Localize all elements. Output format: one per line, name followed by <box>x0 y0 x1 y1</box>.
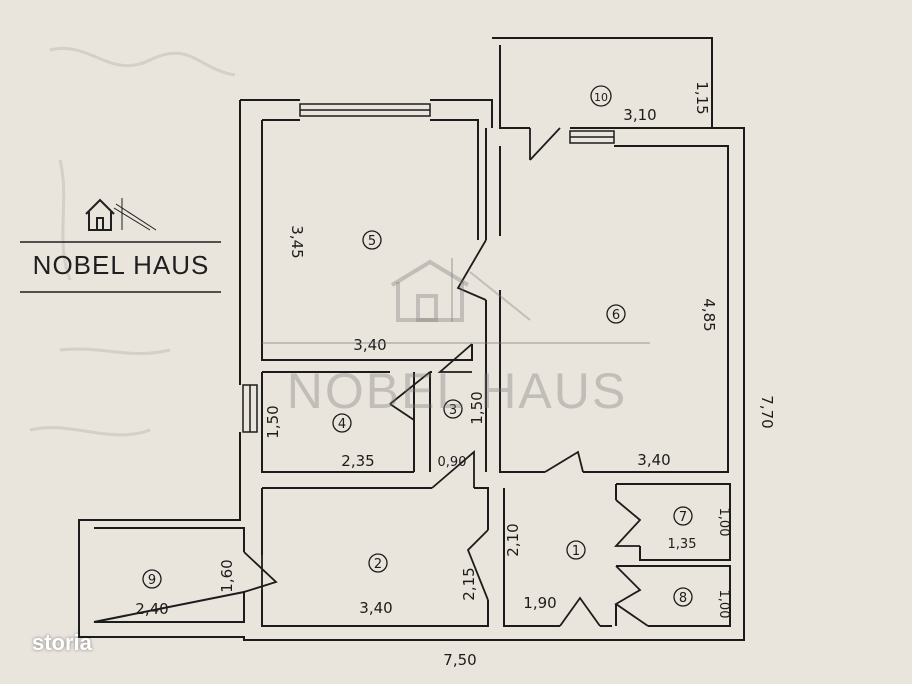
dim-total-width: 7,50 <box>443 651 476 669</box>
dim-room7-height: 1,00 <box>716 508 731 537</box>
dim-room9-width: 2,40 <box>135 600 168 618</box>
dimension-labels: 3,45 3,40 4,85 3,40 3,10 1,15 1,50 2,35 … <box>135 81 776 669</box>
dim-room6-height: 4,85 <box>700 298 718 331</box>
room-number-10: 10 <box>594 91 608 104</box>
room-numbers: 1 2 3 4 5 6 7 8 9 10 <box>148 91 687 606</box>
room-number-3: 3 <box>449 403 457 418</box>
background-scribbles <box>29 46 236 437</box>
windows <box>242 103 615 433</box>
door-2-right <box>466 529 489 601</box>
door-10 <box>529 127 561 161</box>
dim-room3-height: 1,50 <box>468 391 486 424</box>
dim-total-height: 7,70 <box>758 395 776 428</box>
dim-room2-height: 2,15 <box>460 567 478 600</box>
room-markers <box>142 85 693 607</box>
doors <box>243 127 649 627</box>
dim-room6-width: 3,40 <box>637 451 670 469</box>
door-8 <box>614 565 649 627</box>
dim-room7-width: 1,35 <box>668 537 697 552</box>
door-7 <box>613 499 642 547</box>
room-number-4: 4 <box>338 417 346 432</box>
dim-room10-height: 1,15 <box>693 81 711 114</box>
dim-room5-height: 3,45 <box>288 225 306 258</box>
dim-room9-height: 1,60 <box>218 559 236 592</box>
door-9 <box>243 551 278 593</box>
dim-room4-height: 1,50 <box>264 405 282 438</box>
dim-room4-width: 2,35 <box>341 452 374 470</box>
door-5 <box>456 239 487 301</box>
door-3-bottom <box>431 450 475 489</box>
dim-room8-height: 1,00 <box>716 590 731 619</box>
door-6 <box>544 450 584 473</box>
room-number-2: 2 <box>374 557 382 572</box>
nobel-haus-logo-icon <box>20 198 221 293</box>
room-number-1: 1 <box>572 544 580 559</box>
room-number-8: 8 <box>679 591 687 606</box>
watermark-house-icon <box>262 258 650 344</box>
door-4 <box>389 371 431 421</box>
dim-room3-width: 0,90 <box>438 455 467 470</box>
dim-room1-height: 2,10 <box>504 523 522 556</box>
dim-room10-width: 3,10 <box>623 106 656 124</box>
walls <box>78 37 745 641</box>
dim-room5-width: 3,40 <box>353 336 386 354</box>
room-number-5: 5 <box>368 234 376 249</box>
dim-room1-width: 1,90 <box>523 594 556 612</box>
brand-name: NOBEL HAUS <box>32 250 210 280</box>
room-number-9: 9 <box>148 573 156 588</box>
room-number-7: 7 <box>679 510 687 525</box>
door-3-top <box>437 343 473 373</box>
door-entrance <box>559 596 601 627</box>
dim-room2-width: 3,40 <box>359 599 392 617</box>
room-number-6: 6 <box>612 308 620 323</box>
watermark-text: NOBEL HAUS <box>286 363 628 419</box>
storia-logo: storia <box>32 630 92 655</box>
